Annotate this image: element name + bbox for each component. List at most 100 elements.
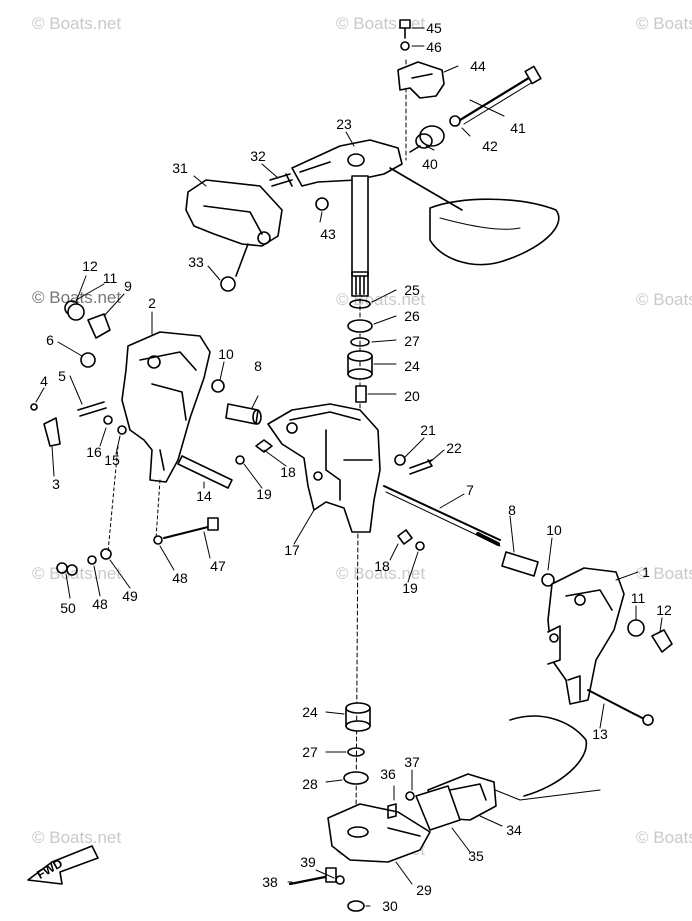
callout-26: 26 bbox=[404, 308, 420, 324]
o-ring-27-lower bbox=[347, 747, 365, 757]
grease-fitting-16 bbox=[103, 415, 113, 425]
bushing-24-lower bbox=[345, 702, 371, 732]
callout-7: 7 bbox=[466, 482, 474, 498]
callout-32: 32 bbox=[250, 148, 266, 164]
fwd-arrow-icon bbox=[27, 845, 99, 885]
callout-48-lower: 48 bbox=[92, 596, 108, 612]
mount-40 bbox=[409, 125, 445, 153]
washer-26 bbox=[347, 319, 373, 333]
callout-9: 9 bbox=[124, 278, 132, 294]
callout-33: 33 bbox=[188, 254, 204, 270]
callout-45: 45 bbox=[426, 20, 442, 36]
callout-36: 36 bbox=[380, 766, 396, 782]
nut-50a bbox=[56, 562, 68, 574]
washer-11-right bbox=[627, 619, 645, 637]
callout-38: 38 bbox=[262, 874, 278, 890]
o-ring-27 bbox=[350, 337, 370, 347]
washer-48 bbox=[87, 555, 97, 565]
callout-6: 6 bbox=[46, 332, 54, 348]
callout-27-lower: 27 bbox=[302, 744, 318, 760]
bolt-38 bbox=[288, 867, 337, 886]
washer-46 bbox=[400, 41, 410, 51]
callout-48: 48 bbox=[172, 570, 188, 586]
watermark: © Boats.net bbox=[636, 14, 692, 33]
cap-12 bbox=[67, 303, 85, 321]
steering-arm-23 bbox=[291, 139, 403, 187]
watermark: © Boats.net bbox=[636, 564, 692, 583]
watermark: © Boats.net bbox=[336, 290, 426, 309]
key-20 bbox=[355, 385, 367, 403]
callout-11: 11 bbox=[102, 270, 118, 286]
callout-1: 1 bbox=[642, 564, 650, 580]
callout-27: 27 bbox=[404, 333, 420, 349]
callout-20: 20 bbox=[404, 388, 420, 404]
callout-22: 22 bbox=[446, 440, 462, 456]
callout-50: 50 bbox=[60, 600, 76, 616]
nut-30 bbox=[347, 900, 365, 912]
washer-49 bbox=[100, 548, 112, 560]
steering-shaft bbox=[351, 175, 369, 297]
washer-37 bbox=[405, 791, 415, 801]
fitting-18-right bbox=[397, 529, 413, 545]
callout-12-right: 12 bbox=[656, 602, 672, 618]
nut-43 bbox=[315, 197, 329, 211]
collar-15 bbox=[117, 425, 127, 435]
callout-24: 24 bbox=[404, 358, 420, 374]
bolt-13 bbox=[587, 689, 654, 726]
clamp-bracket-2 bbox=[121, 331, 211, 483]
cap-19-right bbox=[415, 541, 425, 551]
callout-28: 28 bbox=[302, 776, 318, 792]
callout-13: 13 bbox=[592, 726, 608, 742]
callout-39: 39 bbox=[300, 854, 316, 870]
plate-9 bbox=[87, 313, 111, 339]
washer-42 bbox=[449, 115, 461, 127]
callout-8-right: 8 bbox=[508, 502, 516, 518]
bolt-22 bbox=[409, 459, 433, 475]
callout-42: 42 bbox=[482, 138, 498, 154]
swivel-bracket-17 bbox=[267, 403, 381, 533]
washer-28 bbox=[343, 771, 369, 785]
callout-19-right: 19 bbox=[402, 580, 418, 596]
ring-25 bbox=[349, 299, 371, 309]
callout-31: 31 bbox=[172, 160, 188, 176]
watermark: © Boats.net bbox=[636, 828, 692, 847]
washer-10-left bbox=[211, 379, 225, 393]
callout-10: 10 bbox=[218, 346, 234, 362]
callout-5: 5 bbox=[58, 368, 66, 384]
cowl-section bbox=[429, 198, 560, 266]
callout-16: 16 bbox=[86, 444, 102, 460]
cap-12-right bbox=[651, 629, 673, 653]
callout-18-right: 18 bbox=[374, 558, 390, 574]
callout-19: 19 bbox=[256, 486, 272, 502]
bolt-41 bbox=[458, 65, 542, 125]
callout-23: 23 bbox=[336, 116, 352, 132]
bracket-31 bbox=[185, 179, 283, 247]
bolt-32 bbox=[269, 173, 293, 187]
callout-17: 17 bbox=[284, 542, 300, 558]
callout-18: 18 bbox=[280, 464, 296, 480]
callout-37: 37 bbox=[404, 754, 420, 770]
lever-3 bbox=[43, 417, 61, 447]
callout-35: 35 bbox=[468, 848, 484, 864]
bolt-36 bbox=[387, 803, 397, 819]
watermark: © Boats.net bbox=[32, 288, 122, 307]
callout-44: 44 bbox=[470, 58, 486, 74]
washer-39 bbox=[335, 875, 345, 885]
callout-14: 14 bbox=[196, 488, 212, 504]
callout-47: 47 bbox=[210, 558, 226, 574]
nut-50b bbox=[66, 564, 78, 576]
fitting-18 bbox=[255, 439, 273, 453]
callout-30: 30 bbox=[382, 898, 398, 914]
watermark: © Boats.net bbox=[32, 828, 122, 847]
callout-24-lower: 24 bbox=[302, 704, 318, 720]
callout-49: 49 bbox=[122, 588, 138, 604]
lower-bracket-29 bbox=[327, 803, 431, 863]
washer-10-right bbox=[541, 573, 555, 587]
callout-3: 3 bbox=[52, 476, 60, 492]
nut-21 bbox=[394, 454, 406, 466]
callout-21: 21 bbox=[420, 422, 436, 438]
watermark: © Boats.net bbox=[636, 290, 692, 309]
callout-46: 46 bbox=[426, 39, 442, 55]
